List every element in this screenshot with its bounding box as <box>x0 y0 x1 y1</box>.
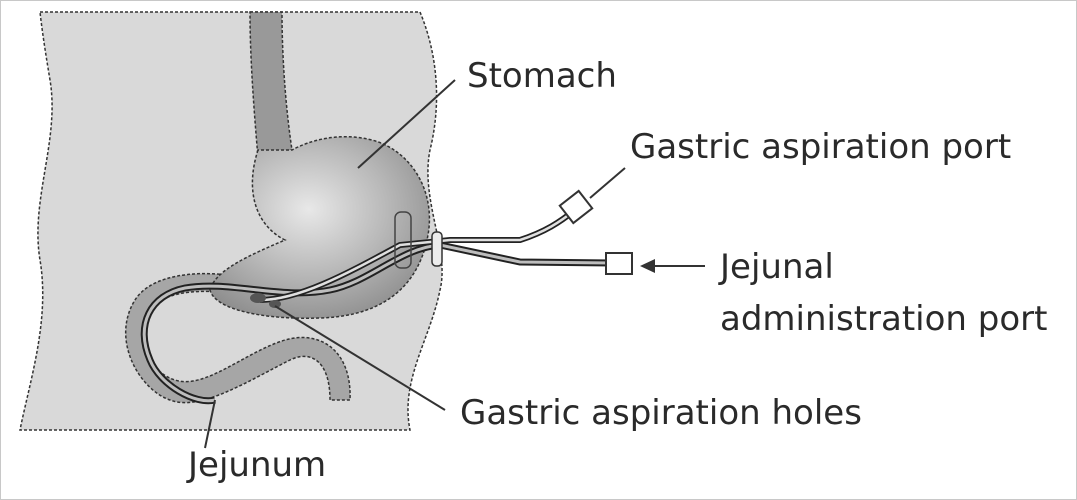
jejunal-label-line1: Jejunal <box>718 247 834 287</box>
stomach-label: Stomach <box>467 56 617 96</box>
tube-clamp <box>432 232 442 266</box>
jejunum-label: Jejunum <box>186 445 326 485</box>
jejunal-port-connector <box>606 253 632 274</box>
gastric-aspiration-holes-label: Gastric aspiration holes <box>460 393 862 433</box>
aspiration-hole <box>250 293 266 303</box>
jejunal-label-line2: administration port <box>720 299 1047 339</box>
gastric-port-leader <box>590 168 625 198</box>
jejunal-port-arrowhead <box>640 259 655 273</box>
gastric-aspiration-port-label: Gastric aspiration port <box>630 127 1011 167</box>
